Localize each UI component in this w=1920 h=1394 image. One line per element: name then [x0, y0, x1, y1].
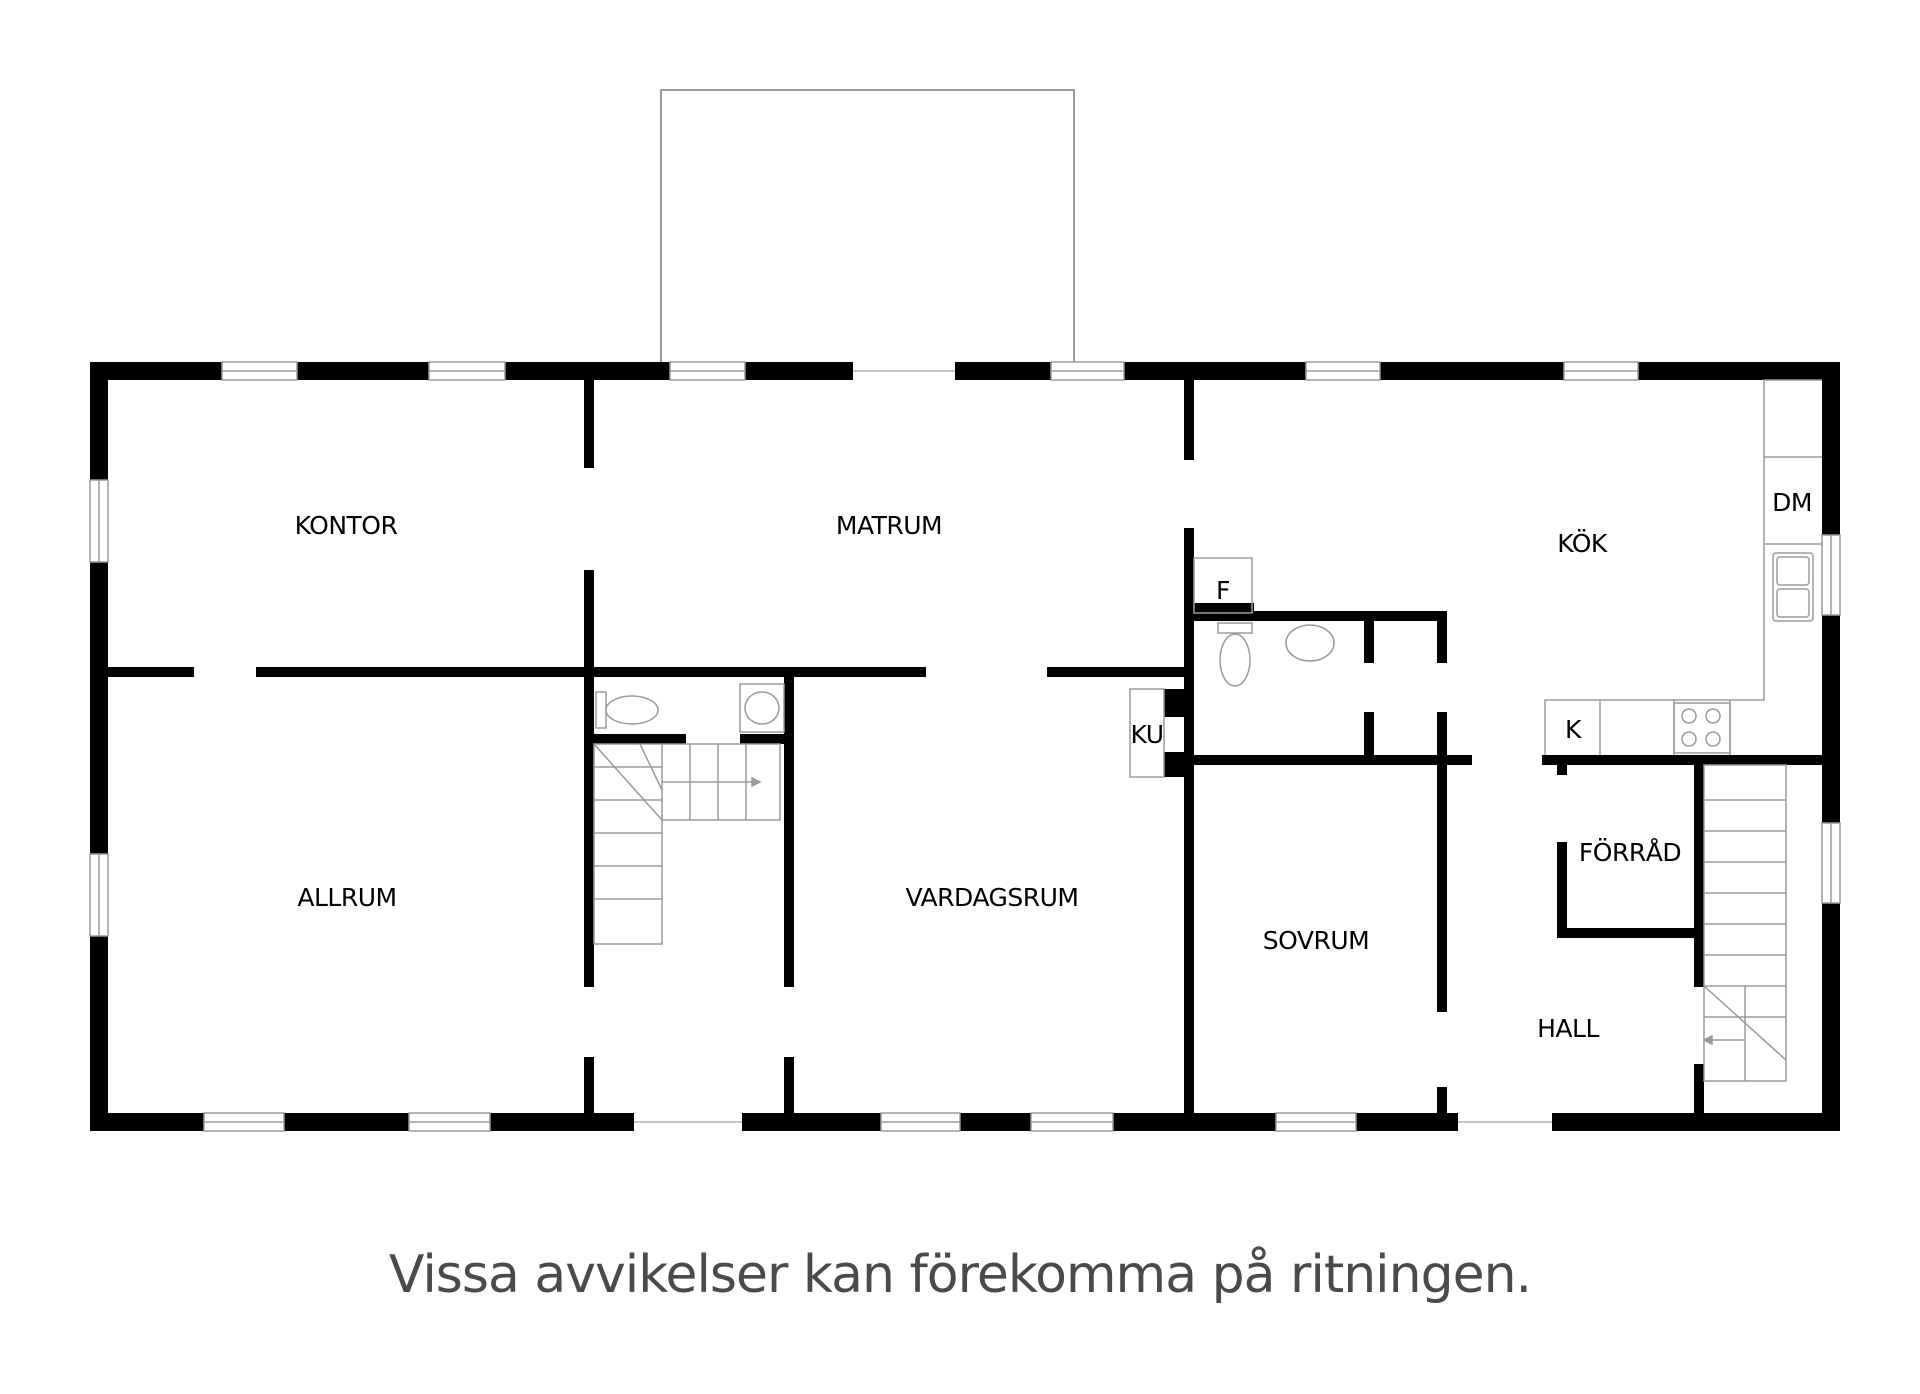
- toilet-icon: [595, 691, 607, 729]
- label-forrad: FÖRRÅD: [1579, 838, 1681, 867]
- terrace-outline: [660, 89, 1075, 366]
- label-dm: DM: [1772, 488, 1812, 517]
- interior-walls: [108, 380, 1822, 1113]
- fridge-icon: [1193, 557, 1253, 614]
- label-hall: HALL: [1537, 1014, 1599, 1043]
- label-matrum: MATRUM: [836, 511, 942, 540]
- door-thresholds: [634, 370, 1552, 1123]
- label-f: F: [1216, 576, 1230, 605]
- label-k: K: [1565, 715, 1582, 744]
- washbasin-icon: [744, 691, 780, 725]
- label-vardagsrum: VARDAGSRUM: [906, 883, 1079, 912]
- toilet-icon-2: [1217, 622, 1253, 634]
- label-kok: KÖK: [1557, 529, 1608, 558]
- kitchen-counters: [1129, 379, 1822, 778]
- room-labels: KONTOR MATRUM KÖK DM F KU K FÖRRÅD ALLRU…: [295, 488, 1813, 1043]
- label-sovrum: SOVRUM: [1263, 926, 1369, 955]
- label-kontor: KONTOR: [295, 511, 398, 540]
- ku-cabinet-icon: [1129, 688, 1165, 778]
- stairs-right: [1702, 764, 1787, 1082]
- exterior-walls: [90, 362, 1840, 1131]
- sink-icon: [1772, 552, 1814, 622]
- bathroom-fixtures: [595, 622, 1335, 733]
- label-allrum: ALLRUM: [297, 883, 396, 912]
- stairs-left: [593, 743, 781, 945]
- windows: [89, 361, 1841, 1132]
- label-ku: KU: [1130, 720, 1163, 749]
- washbasin-icon-2: [1285, 624, 1335, 662]
- disclaimer-caption: Vissa avvikelser kan förekomma på ritnin…: [388, 1245, 1532, 1305]
- stove-icon: [1673, 702, 1731, 754]
